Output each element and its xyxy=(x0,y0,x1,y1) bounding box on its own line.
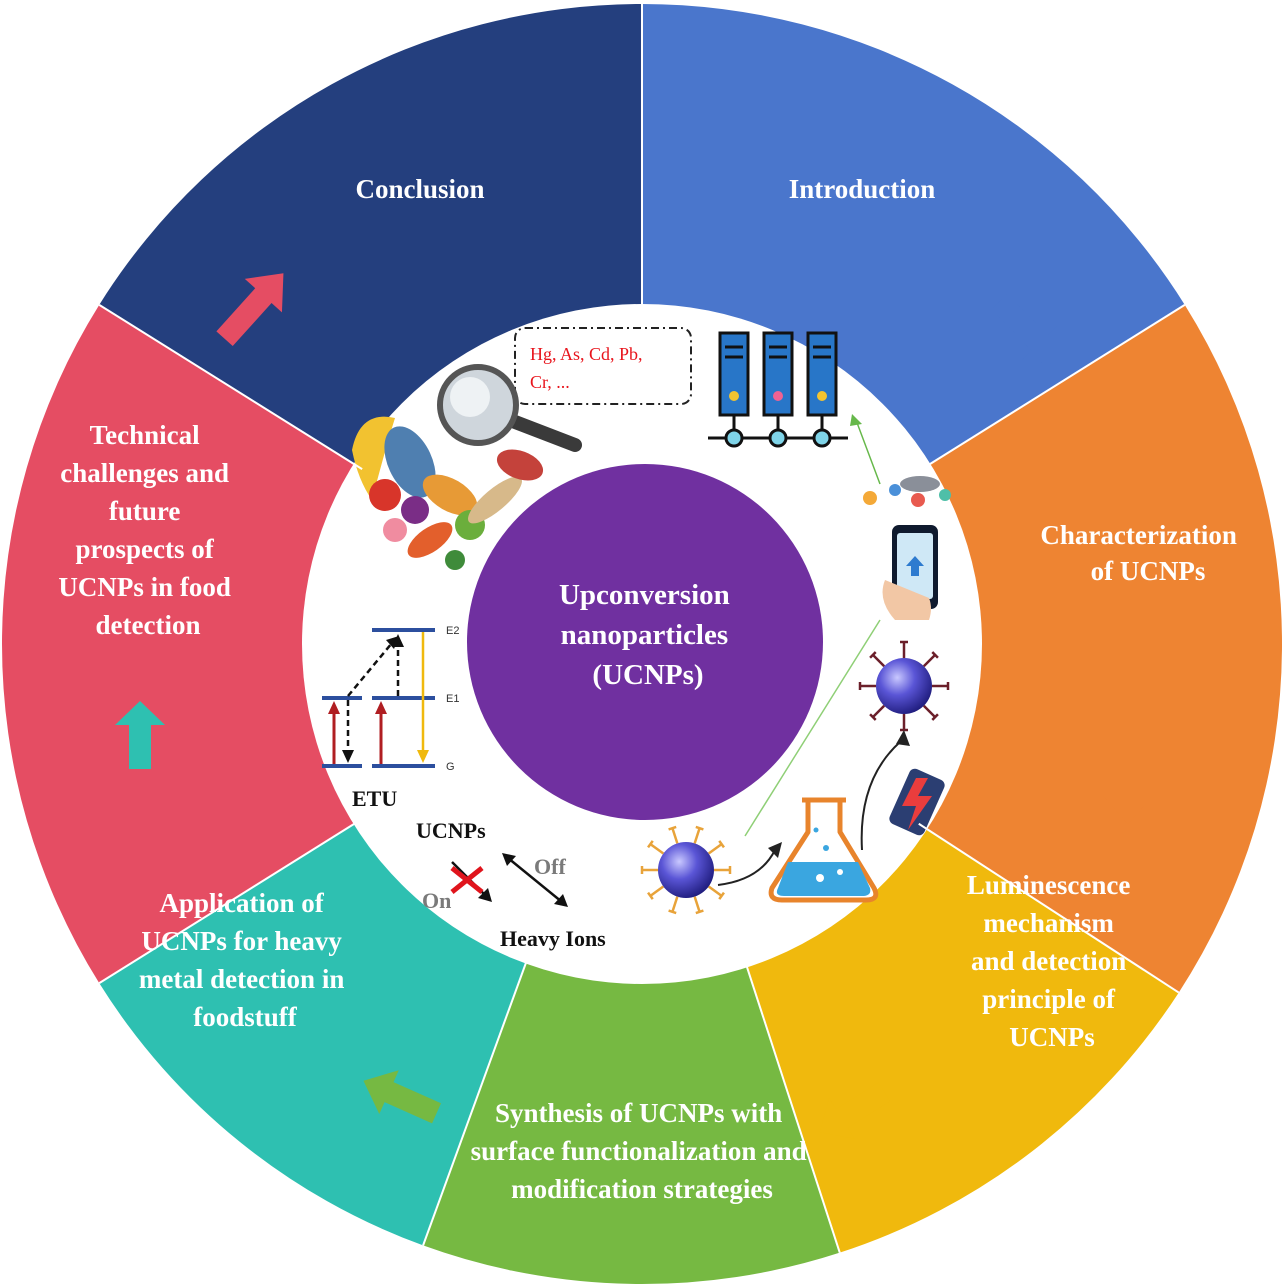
arrow-synthesis-to-application xyxy=(363,1070,442,1124)
arrow-head xyxy=(768,842,782,858)
arrow-characterization-to-luminescence xyxy=(1103,740,1153,824)
segment-divider xyxy=(918,822,1180,994)
segment-conclusion[interactable] xyxy=(99,4,643,470)
label-introduction: Introduction xyxy=(789,174,936,204)
heavy-ions-label: Heavy Ions xyxy=(500,926,606,951)
segment-divider xyxy=(743,957,841,1253)
food-icon xyxy=(352,416,544,570)
svg-text:Cr, ...: Cr, ... xyxy=(530,372,570,392)
segment-characterization[interactable] xyxy=(918,304,1282,993)
heavy-metals-box: Hg, As, Cd, Pb, Cr, ... xyxy=(514,327,692,405)
lightning-icon xyxy=(889,768,945,836)
arrow-application-to-technical xyxy=(115,701,165,769)
segment-application[interactable] xyxy=(99,818,530,1246)
svg-text:E1: E1 xyxy=(446,693,459,705)
segment-luminescence[interactable] xyxy=(743,823,1179,1253)
arrow-luminescence-to-synthesis xyxy=(819,1082,891,1139)
phone-icon xyxy=(744,414,951,837)
off-label: Off xyxy=(534,854,566,879)
segment-divider xyxy=(921,304,1186,470)
segment-technical[interactable] xyxy=(1,304,363,984)
arrow-technical-to-conclusion xyxy=(216,273,284,347)
segment-ring xyxy=(1,4,1282,1284)
label-technical: Technical challenges and future prospect… xyxy=(58,420,237,640)
server-icon xyxy=(708,331,848,448)
segment-divider xyxy=(98,304,363,470)
arrow-intro-to-characterization xyxy=(991,293,1061,365)
svg-text:Hg, As, Cd, Pb,: Hg, As, Cd, Pb, xyxy=(530,344,643,364)
label-luminescence: Luminescence mechanism and detection pri… xyxy=(967,870,1137,1052)
segment-divider xyxy=(422,953,531,1246)
label-characterization: Characterization of UCNPs xyxy=(1040,520,1243,586)
on-off-schematic: UCNPs Off On Heavy Ions xyxy=(416,818,606,951)
nanoparticle-to-flask-arrow xyxy=(717,849,776,886)
magnifier-icon xyxy=(437,364,582,452)
label-synthesis: Synthesis of UCNPs with surface function… xyxy=(471,1098,814,1204)
segment-divider xyxy=(98,818,363,984)
svg-text:G: G xyxy=(446,761,455,773)
center-label: Upconversion nanoparticles (UCNPs) xyxy=(559,579,737,691)
nanoparticle-icon xyxy=(640,825,732,915)
svg-text:E2: E2 xyxy=(446,625,459,637)
segment-dividers xyxy=(98,4,1186,1253)
flask-icon xyxy=(768,730,910,903)
label-conclusion: Conclusion xyxy=(355,174,484,204)
etu-diagram: E2 E1 G ETU xyxy=(322,625,459,811)
ucnps-label: UCNPs xyxy=(416,818,486,843)
nanoparticle-icon xyxy=(858,640,950,732)
on-label: On xyxy=(422,888,451,913)
center-circle[interactable] xyxy=(467,464,823,820)
flow-arrows xyxy=(115,273,1153,1139)
svg-text:ETU: ETU xyxy=(352,786,397,811)
segment-synthesis[interactable] xyxy=(423,954,840,1284)
label-application: Application of UCNPs for heavy metal det… xyxy=(139,888,351,1032)
